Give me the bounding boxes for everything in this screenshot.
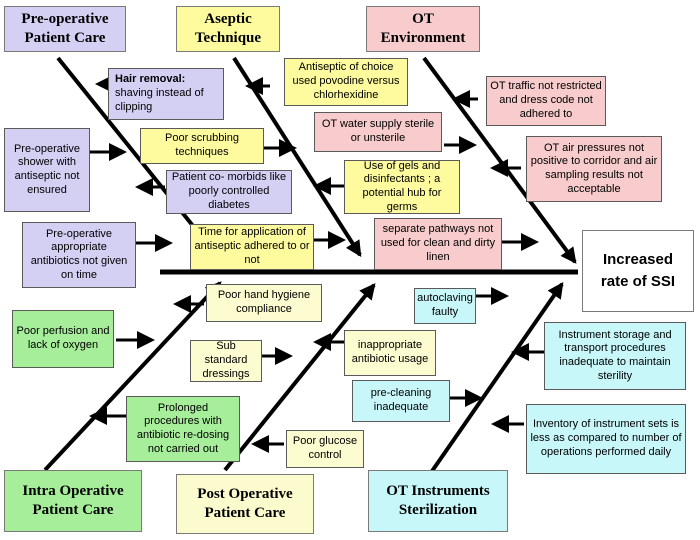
cause-poor-perfusion: Poor perfusion and lack of oxygen (12, 310, 114, 368)
cause-antibiotic-usage: inappropriate antibiotic usage (344, 330, 436, 376)
cause-antiseptic-choice: Antiseptic of choice used povodine versu… (284, 58, 408, 106)
effect-line2: rate of SSI (600, 273, 676, 290)
cause-instrument-storage: Instrument storage and transport procedu… (544, 322, 686, 390)
rib-instruments (428, 282, 564, 476)
cause-water-supply: OT water supply sterile or unsterile (314, 112, 442, 152)
cause-separate-pathways: separate pathways not used for clean and… (374, 218, 502, 270)
category-postop: Post Operative Patient Care (176, 474, 314, 534)
category-intraop: Intra Operative Patient Care (4, 470, 142, 532)
effect-line1: Increased (602, 251, 674, 269)
cause-time-antiseptic: Time for application of antiseptic adher… (190, 224, 314, 270)
cause-hand-hygiene: Poor hand hygiene compliance (206, 284, 322, 322)
cause-gels: Use of gels and disinfectants ; a potent… (344, 160, 460, 214)
cause-preop-shower: Pre-operative shower with antiseptic not… (4, 128, 90, 212)
hair-removal-title: Hair removal: (115, 73, 186, 86)
cause-hair-removal: Hair removal: shaving instead of clippin… (108, 68, 224, 120)
category-aseptic: Aseptic Technique (176, 6, 280, 52)
cause-prolonged: Prolonged procedures with antibiotic re-… (126, 396, 240, 462)
cause-glucose: Poor glucose control (286, 430, 364, 468)
cause-preop-antibiotics: Pre-operative appropriate antibiotics no… (22, 222, 136, 288)
cause-comorbids: Patient co- morbids like poorly controll… (166, 170, 292, 214)
cause-inventory: Inventory of instrument sets is less as … (526, 404, 686, 474)
effect-box: Increased rate of SSI (582, 230, 694, 312)
cause-dressings: Sub standard dressings (190, 340, 262, 382)
hair-removal-text: shaving instead of clipping (115, 87, 204, 113)
cause-ot-traffic: OT traffic not restricted and dress code… (486, 76, 606, 126)
cause-poor-scrubbing: Poor scrubbing techniques (140, 128, 264, 164)
category-ot-environment: OT Environment (366, 6, 480, 52)
rib-postop (223, 283, 376, 472)
cause-precleaning: pre-cleaning inadequate (352, 380, 450, 422)
category-instruments: OT Instruments Sterilization (368, 470, 508, 532)
cause-air-pressures: OT air pressures not positive to corrido… (526, 136, 662, 202)
category-preop: Pre-operative Patient Care (4, 6, 126, 52)
cause-autoclaving: autoclaving faulty (414, 288, 476, 324)
rib-intraop (43, 281, 222, 472)
